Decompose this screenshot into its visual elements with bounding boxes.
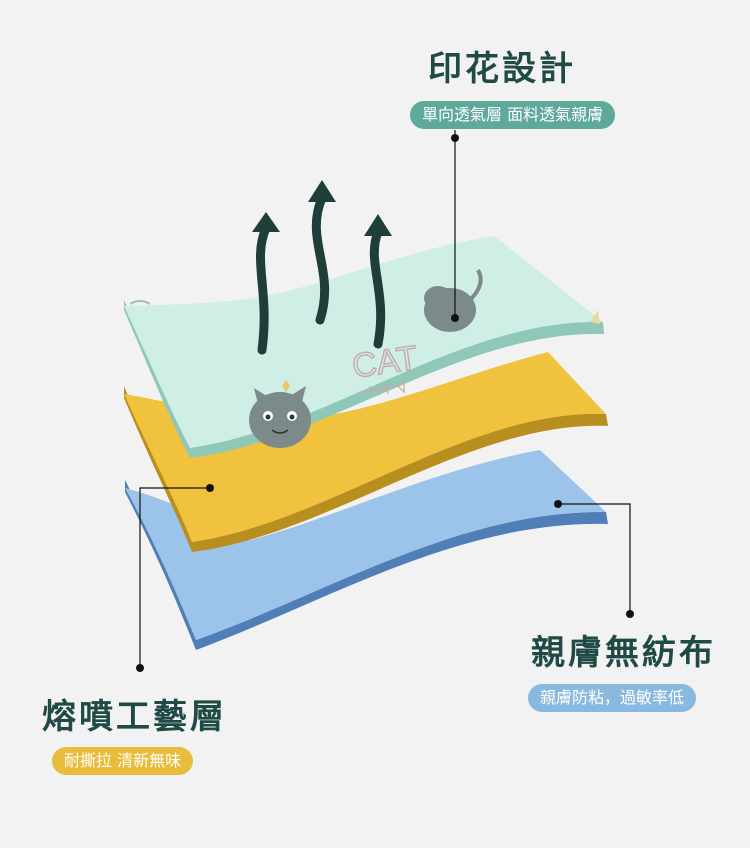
cat-face-icon [249, 380, 311, 448]
title-nonwoven: 親膚無紡布 [531, 633, 716, 673]
top-layer-print: CAT [124, 236, 604, 458]
wave-arrow-icon [252, 212, 280, 355]
corner-decoration-left [129, 300, 151, 305]
subtitle-meltblown: 耐撕拉 清新無味 [52, 747, 194, 775]
callout-left [136, 484, 214, 672]
top-layer-face [124, 236, 603, 448]
callout-top [451, 130, 459, 322]
corner-decoration-right [590, 310, 600, 324]
wave-arrow-icon [308, 180, 336, 325]
cat-body-icon [424, 269, 483, 332]
title-meltblown: 熔噴工藝層 [42, 697, 227, 737]
bottom-layer-face [125, 450, 606, 640]
middle-layer-face [124, 352, 606, 542]
subtitle-print-design: 單向透氣層 面料透氣親膚 [410, 101, 616, 129]
bottom-layer-nonwoven [125, 450, 608, 650]
callout-right [554, 500, 634, 618]
fish-bone-icon [359, 379, 405, 397]
subtitle-nonwoven: 親膚防粘，過敏率低 [528, 684, 697, 712]
wave-arrow-icon [364, 214, 392, 349]
title-print-design: 印花設計 [428, 49, 576, 89]
airflow-arrows [252, 180, 392, 355]
middle-layer-meltblown [124, 352, 608, 552]
